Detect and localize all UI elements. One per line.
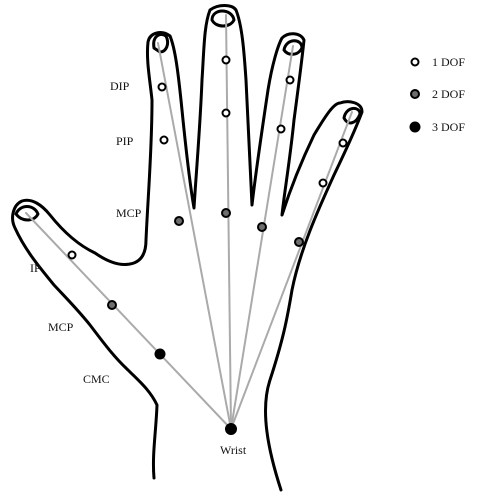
- ip-label: IP: [30, 261, 41, 275]
- thumb-mcp-joint: [108, 301, 116, 309]
- index-nail: [154, 35, 168, 53]
- little-pip-joint: [320, 180, 327, 187]
- middle-bone: [226, 15, 231, 429]
- bone-lines: [26, 15, 352, 429]
- pip-label: PIP: [116, 134, 134, 148]
- middle-nail: [212, 11, 234, 26]
- legend-3dof-marker: [411, 123, 420, 132]
- ring-pip-joint: [278, 126, 285, 133]
- ring-mcp-joint: [258, 223, 266, 231]
- middle-mcp-joint: [222, 209, 230, 217]
- legend: 1 DOF 2 DOF 3 DOF: [411, 55, 466, 134]
- index-mcp-joint: [175, 217, 183, 225]
- ring-bone: [231, 46, 293, 429]
- hand-contour: [13, 6, 362, 491]
- thumb-cmc-joint: [156, 350, 165, 359]
- index-bone: [158, 43, 231, 429]
- little-mcp-joint: [295, 238, 303, 246]
- dip-label: DIP: [110, 79, 130, 93]
- legend-1dof-marker: [412, 59, 419, 66]
- legend-2dof-label: 2 DOF: [432, 87, 465, 101]
- joint-labels: DIP PIP MCP IP MCP CMC Wrist: [30, 79, 247, 457]
- thumb-ip-joint: [69, 252, 76, 259]
- cmc-label: CMC: [83, 372, 110, 386]
- wrist-label: Wrist: [220, 443, 247, 457]
- index-dip-joint: [159, 84, 166, 91]
- middle-pip-joint: [223, 110, 230, 117]
- thumb-mcp-label: MCP: [48, 320, 74, 334]
- little-nail: [344, 108, 360, 123]
- middle-dip-joint: [223, 57, 230, 64]
- legend-3dof-label: 3 DOF: [432, 120, 465, 134]
- finger-mcp-label: MCP: [116, 206, 142, 220]
- little-dip-joint: [340, 140, 347, 147]
- hand-outline: [13, 6, 362, 491]
- legend-2dof-marker: [411, 90, 419, 98]
- ring-dip-joint: [287, 77, 294, 84]
- index-pip-joint: [161, 137, 168, 144]
- legend-1dof-label: 1 DOF: [432, 55, 465, 69]
- wrist-joint: [226, 424, 236, 434]
